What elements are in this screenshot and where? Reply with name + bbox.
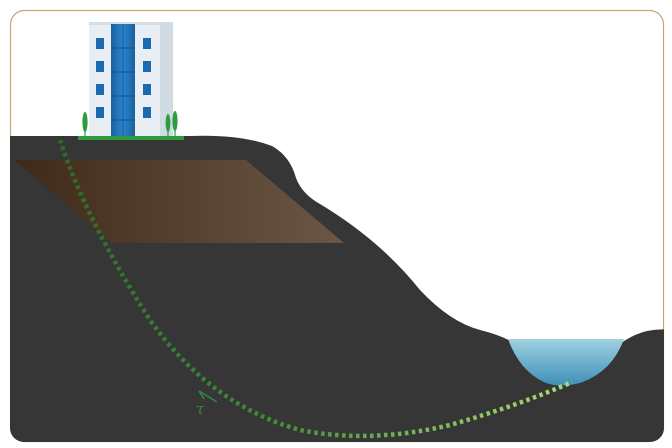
shear-stress-label: τ bbox=[196, 400, 205, 418]
slip-surface bbox=[57, 139, 573, 439]
shear-stress-arrow bbox=[198, 390, 218, 403]
water-body bbox=[508, 339, 624, 386]
apartment-building-icon bbox=[78, 22, 184, 140]
clay-layer bbox=[14, 160, 344, 243]
tree-icon bbox=[82, 111, 178, 137]
